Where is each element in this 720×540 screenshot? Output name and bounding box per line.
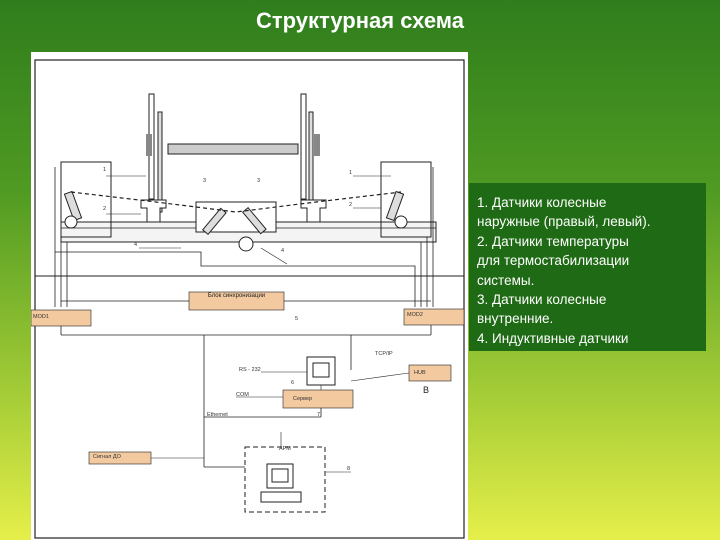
right-hub bbox=[314, 134, 320, 156]
arm-monitor bbox=[266, 463, 294, 489]
marker-3-right: 3 bbox=[257, 178, 261, 184]
left-sensor-housing bbox=[60, 161, 112, 238]
diagram-drawing bbox=[31, 59, 465, 539]
marker-2-right: 2 bbox=[349, 202, 353, 208]
marker-1-right: 1 bbox=[349, 170, 353, 176]
arm-dashed-box bbox=[244, 446, 326, 513]
left-wheel-inner bbox=[157, 111, 163, 213]
marker-1-left: 1 bbox=[103, 167, 107, 173]
right-sensor-housing bbox=[380, 161, 432, 238]
marker-5: 5 bbox=[295, 316, 299, 322]
com-label: COM bbox=[236, 392, 249, 398]
structure-diagram: Блок синхронизации MOD1 MOD2 TCP/IP RS -… bbox=[31, 52, 468, 540]
legend-line-4: для термостабилизации bbox=[477, 253, 630, 269]
right-rail bbox=[300, 199, 327, 223]
marker-6: 6 bbox=[291, 380, 295, 386]
marker-4-left: 4 bbox=[134, 242, 138, 248]
signal-do-label: Сигнал ДО bbox=[93, 454, 121, 460]
axle bbox=[167, 143, 299, 155]
b-label: B bbox=[423, 385, 430, 395]
marker-3-left: 3 bbox=[203, 178, 207, 184]
ethernet-label: Ethernet bbox=[207, 412, 228, 418]
legend-line-2: наружные (правый, левый). bbox=[477, 214, 651, 230]
right-sensor-1 bbox=[385, 190, 405, 222]
legend-panel: 1. Датчики колесные наружные (правый, ле… bbox=[469, 183, 706, 351]
track-frame bbox=[34, 59, 465, 277]
left-hub bbox=[146, 134, 152, 156]
marker-7: 7 bbox=[317, 412, 321, 418]
inductive-sensor bbox=[238, 236, 254, 252]
mod2-box bbox=[403, 308, 465, 326]
legend-line-3: 2. Датчики температуры bbox=[477, 233, 629, 249]
server-label: Сервер bbox=[293, 396, 313, 402]
legend-line-6: 3. Датчики колесные bbox=[477, 292, 607, 308]
legend-line-1: 1. Датчики колесные bbox=[477, 195, 607, 210]
right-wheel-inner bbox=[308, 111, 314, 213]
marker-4-right: 4 bbox=[281, 248, 285, 254]
legend-line-5: системы. bbox=[477, 272, 535, 288]
hub-label: HUB bbox=[414, 370, 426, 376]
left-rail bbox=[140, 199, 167, 223]
legend-line-8: 4. Индуктивные датчики bbox=[477, 330, 629, 346]
marker-2-left: 2 bbox=[103, 206, 107, 212]
mod1-label: MOD1 bbox=[33, 314, 49, 320]
left-sensor-1 bbox=[63, 190, 83, 222]
sync-block-label: Блок синхронизации bbox=[207, 293, 266, 299]
server-box bbox=[282, 389, 354, 409]
arm-keyboard bbox=[260, 491, 302, 503]
mod2-label: MOD2 bbox=[407, 312, 423, 318]
tcpip-label: TCP/IP bbox=[375, 351, 393, 357]
rs232-label: RS - 232 bbox=[239, 367, 261, 373]
marker-8: 8 bbox=[347, 466, 351, 472]
slide-title: Структурная схема bbox=[255, 8, 465, 33]
right-wheel bbox=[300, 93, 307, 200]
arm-label: АРМ bbox=[279, 446, 291, 452]
legend-line-7: внутренние. bbox=[477, 311, 554, 327]
